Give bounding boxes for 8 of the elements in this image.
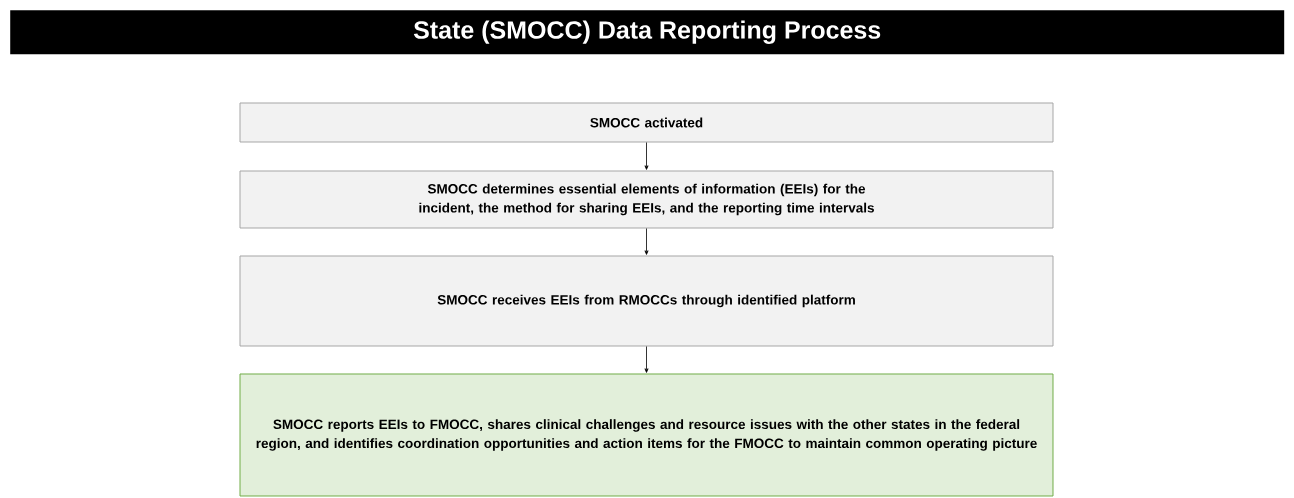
process-box: SMOCC determines essential elements of information (EEIs) for the incident, the method for sharing EEIs, and the reporting time intervals — [239, 170, 1054, 229]
arrow — [644, 142, 649, 170]
process-box: SMOCC activated — [239, 102, 1054, 143]
arrow — [644, 346, 649, 373]
arrow — [644, 228, 649, 255]
process-box: SMOCC reports EEIs to FMOCC, shares clinical challenges and resource issues with the other states in the federal region, and identifies coordination opportunities and action items for the FMOCC to maintain common operating picture — [239, 373, 1054, 497]
title-bar: State (SMOCC) Data Reporting Process — [10, 10, 1285, 55]
process-box: SMOCC receives EEIs from RMOCCs through identified platform — [239, 255, 1054, 347]
